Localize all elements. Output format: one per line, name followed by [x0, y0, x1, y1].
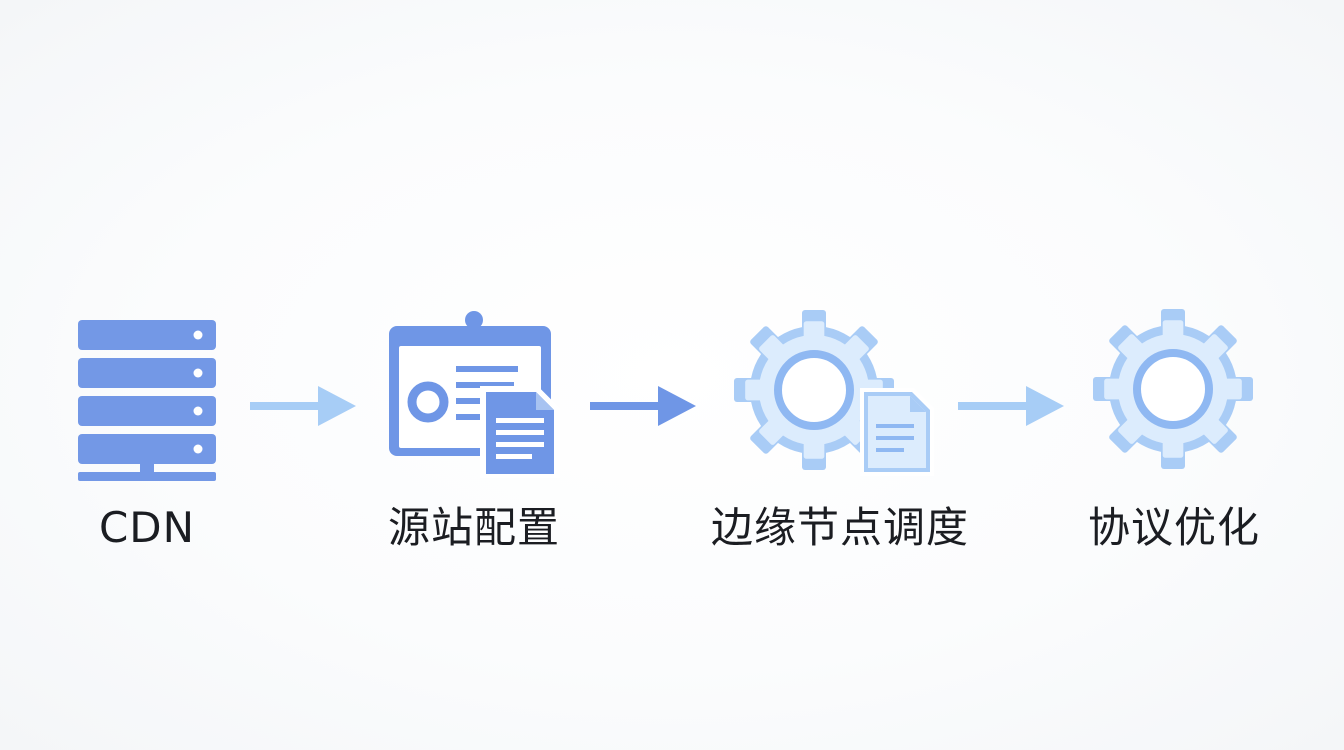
arrow-right-icon — [956, 384, 1066, 428]
step-label-origin-config: 源站配置 — [387, 503, 560, 552]
step-label-protocol-optimization: 协议优化 — [1087, 503, 1260, 552]
gear-document-icon — [732, 306, 938, 478]
gear-icon — [1090, 306, 1256, 472]
arrow-right-icon — [248, 384, 358, 428]
step-label-edge-scheduling: 边缘节点调度 — [710, 503, 969, 552]
step-label-cdn: CDN — [98, 503, 196, 552]
server-stack-icon — [76, 318, 218, 482]
config-document-icon — [386, 306, 562, 478]
arrow-right-icon — [588, 384, 698, 428]
